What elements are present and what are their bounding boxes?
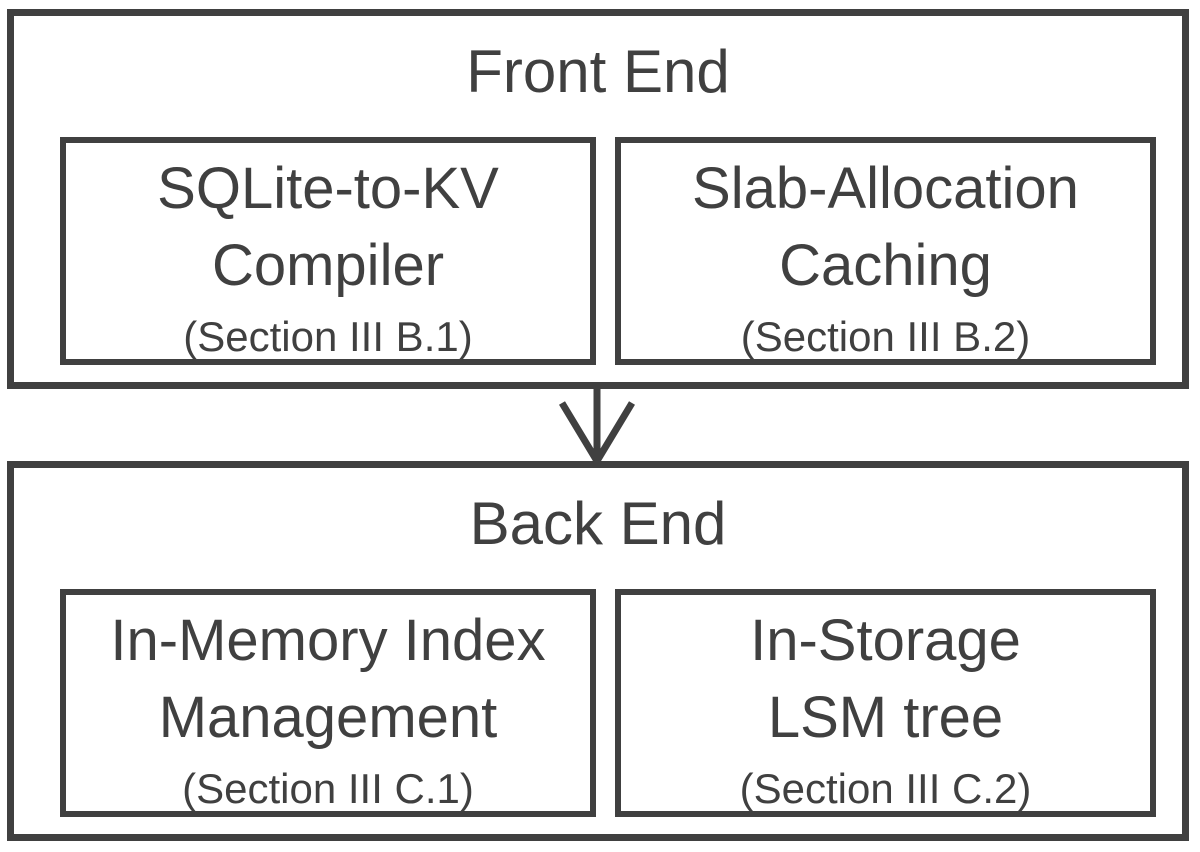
section-reference: (Section III B.2) xyxy=(740,313,1031,360)
back-end-box: Back End In-Memory Index Management (Sec… xyxy=(7,461,1189,841)
sqlite-to-kv-compiler-box: SQLite-to-KV Compiler (Section III B.1) xyxy=(60,137,596,365)
in-memory-index-management-box: In-Memory Index Management (Section III … xyxy=(60,589,596,817)
front-end-box: Front End SQLite-to-KV Compiler (Section… xyxy=(7,9,1189,389)
box-label-line2: LSM tree xyxy=(767,685,1004,750)
down-arrow-icon xyxy=(559,385,635,467)
section-reference: (Section III C.2) xyxy=(739,765,1032,812)
box-label-line1: In-Storage xyxy=(750,608,1021,673)
slab-allocation-caching-box: Slab-Allocation Caching (Section III B.2… xyxy=(615,137,1156,365)
front-end-title: Front End xyxy=(466,38,730,105)
box-label-line2: Compiler xyxy=(211,233,445,298)
section-reference: (Section III B.1) xyxy=(183,313,473,360)
box-label-line1: SQLite-to-KV xyxy=(157,156,499,221)
section-reference: (Section III C.1) xyxy=(182,765,474,812)
box-label-line1: Slab-Allocation xyxy=(692,156,1079,221)
box-label-line1: In-Memory Index xyxy=(110,608,546,673)
box-label-line2: Caching xyxy=(779,233,992,298)
in-storage-lsm-tree-box: In-Storage LSM tree (Section III C.2) xyxy=(615,589,1156,817)
box-label-line2: Management xyxy=(158,685,498,750)
back-end-title: Back End xyxy=(469,490,727,557)
